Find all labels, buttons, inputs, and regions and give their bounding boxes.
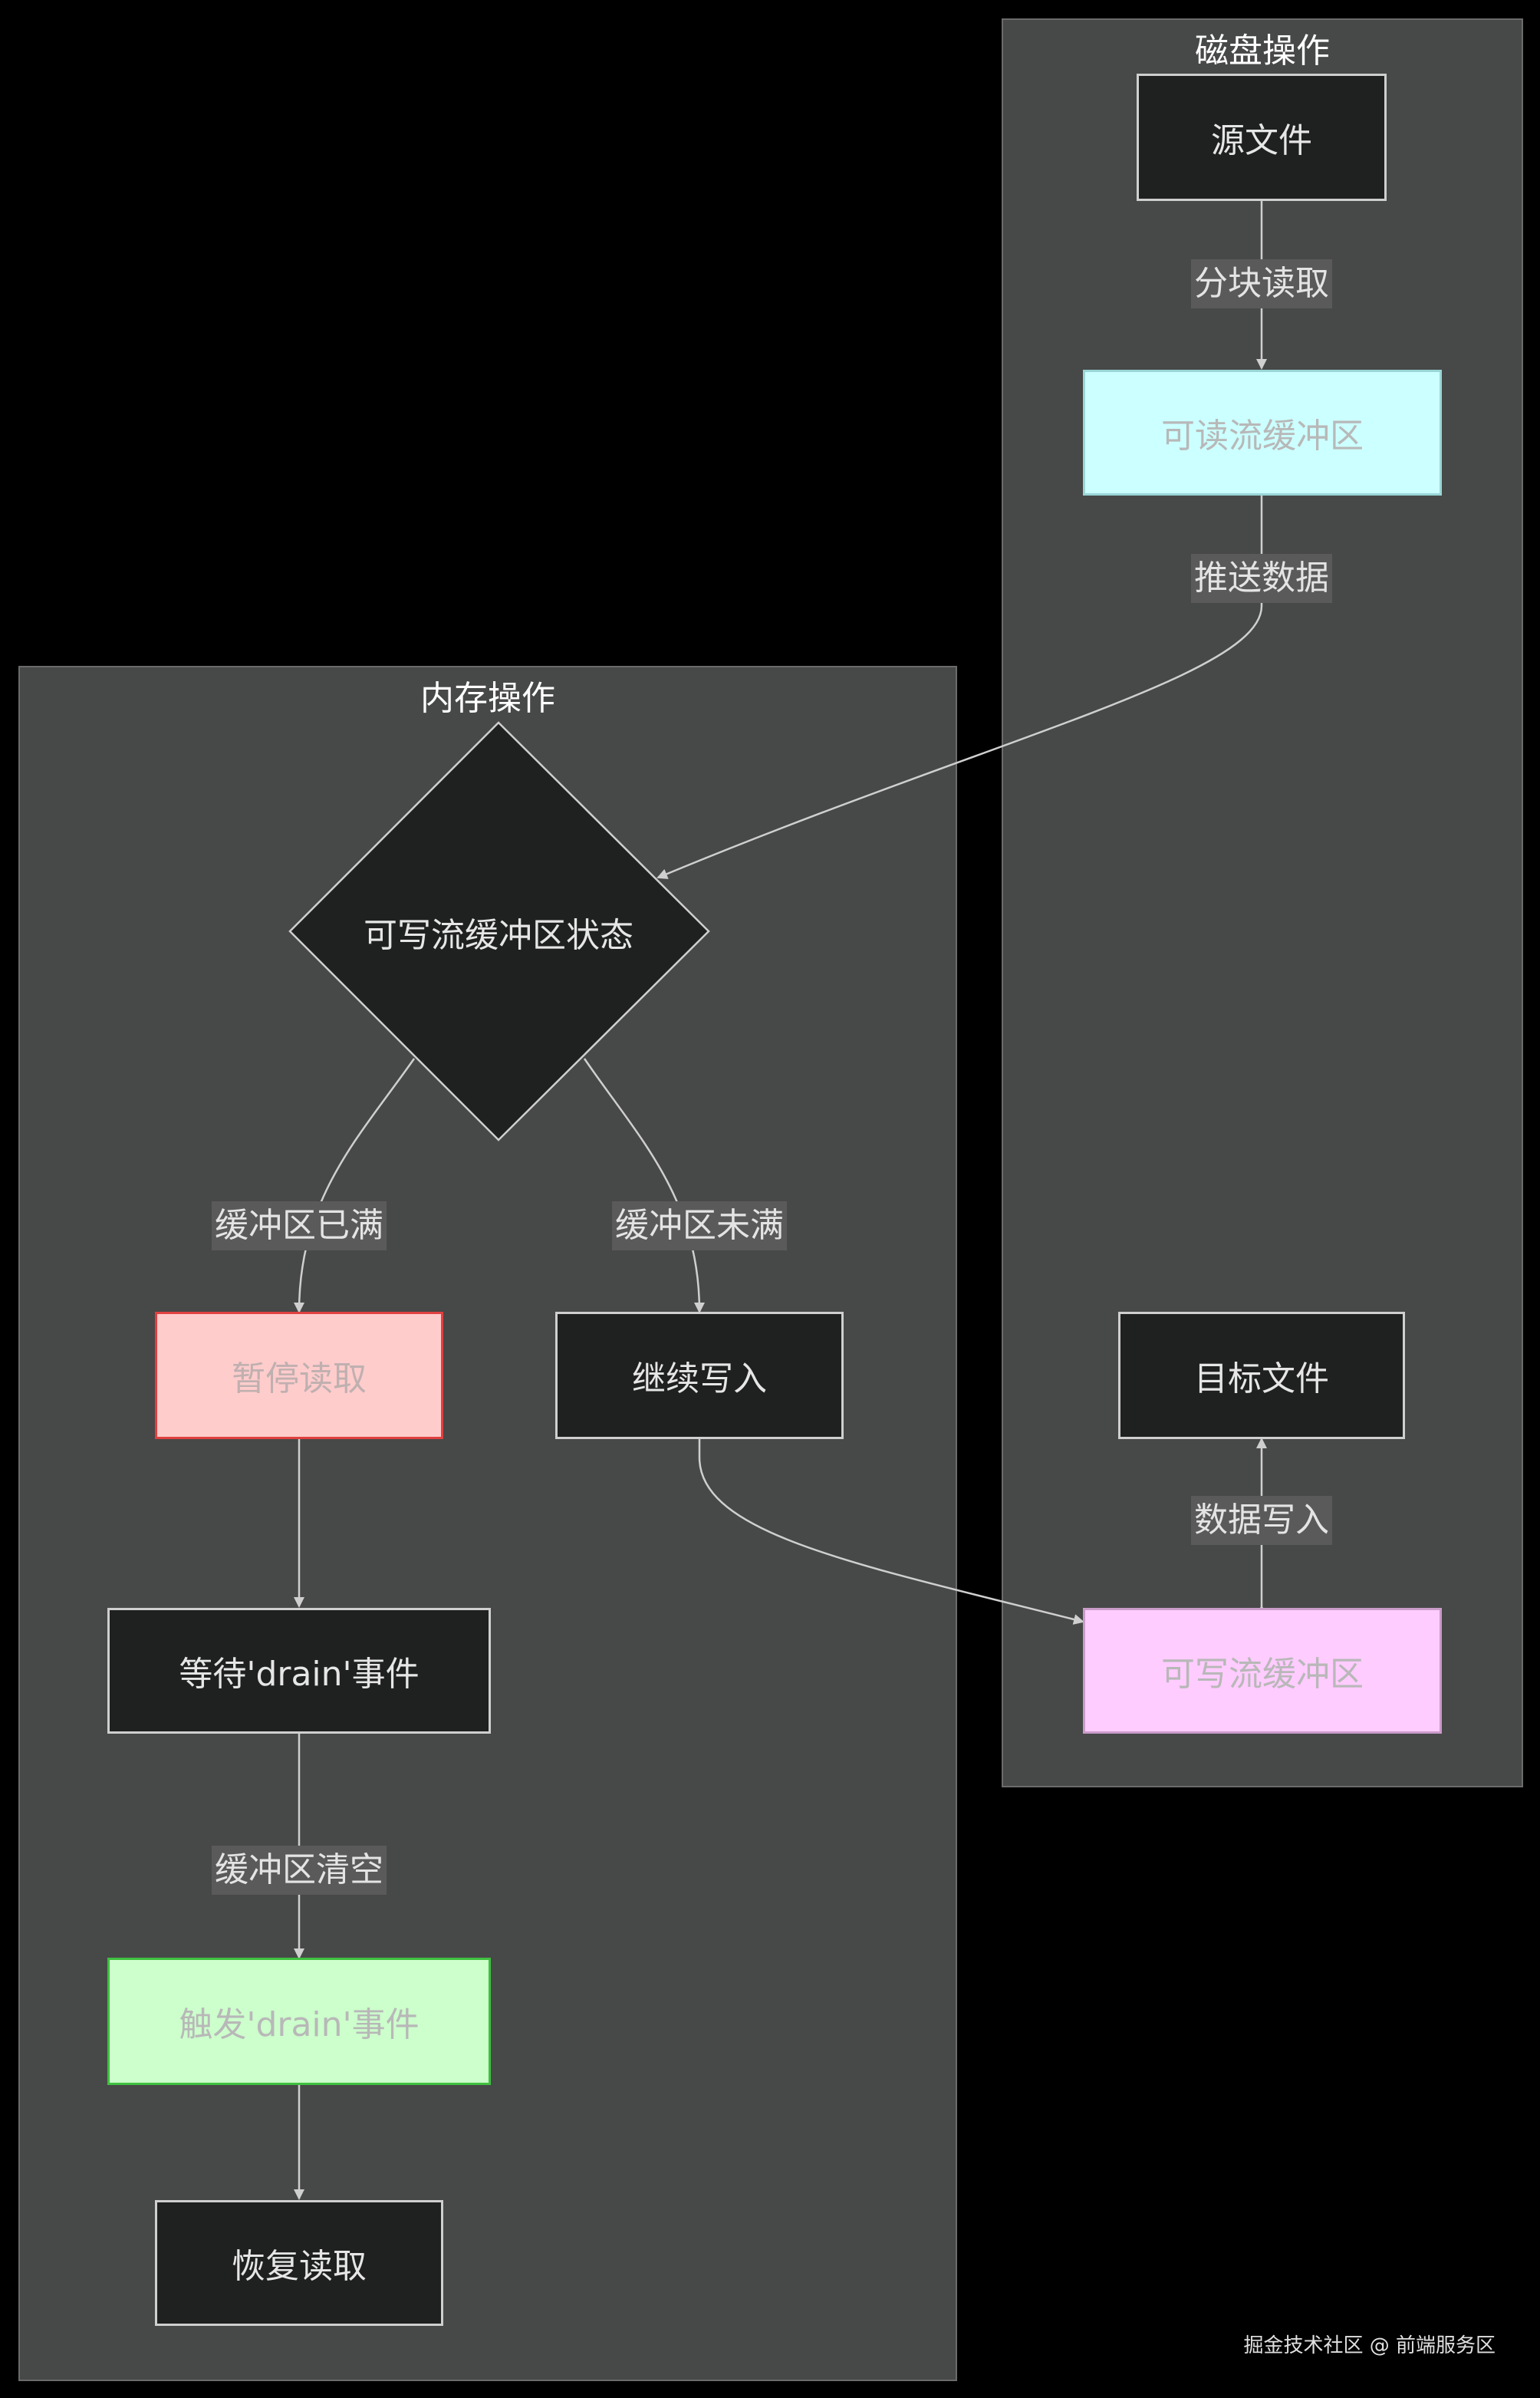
edge-label-buffer-not-full: 缓冲区未满 [612, 1201, 787, 1250]
edge-label-buffer-cleared: 缓冲区清空 [212, 1846, 387, 1895]
node-source-file: 源文件 [1137, 74, 1387, 201]
node-pause-read: 暂停读取 [155, 1312, 443, 1439]
edge-continue-to-writable [698, 1439, 1084, 1625]
decision-diamond [288, 721, 710, 1141]
watermark: 掘金技术社区 @ 前端服务区 [1243, 2334, 1496, 2357]
node-wait-drain: 等待'drain'事件 [107, 1608, 491, 1734]
node-writable-buffer: 可写流缓冲区 [1083, 1608, 1442, 1734]
node-continue-write: 继续写入 [555, 1312, 844, 1439]
edge-label-chunk-read: 分块读取 [1191, 259, 1332, 308]
node-readable-buffer: 可读流缓冲区 [1083, 370, 1442, 496]
edge-label-push-data: 推送数据 [1191, 554, 1332, 603]
node-resume-read: 恢复读取 [155, 2200, 443, 2326]
edge-label-buffer-full: 缓冲区已满 [212, 1201, 387, 1250]
node-target-file: 目标文件 [1118, 1312, 1405, 1439]
node-trigger-drain: 触发'drain'事件 [107, 1958, 491, 2085]
cluster-memory-title: 内存操作 [420, 679, 555, 718]
edge-push-data [656, 496, 1263, 879]
cluster-disk-title: 磁盘操作 [1195, 31, 1330, 71]
node-writable-buffer-status: 可写流缓冲区状态 [364, 916, 633, 955]
edge-label-data-write: 数据写入 [1191, 1496, 1332, 1545]
edge-buffer-full [294, 1058, 416, 1313]
edge-buffer-not-full [583, 1058, 705, 1313]
